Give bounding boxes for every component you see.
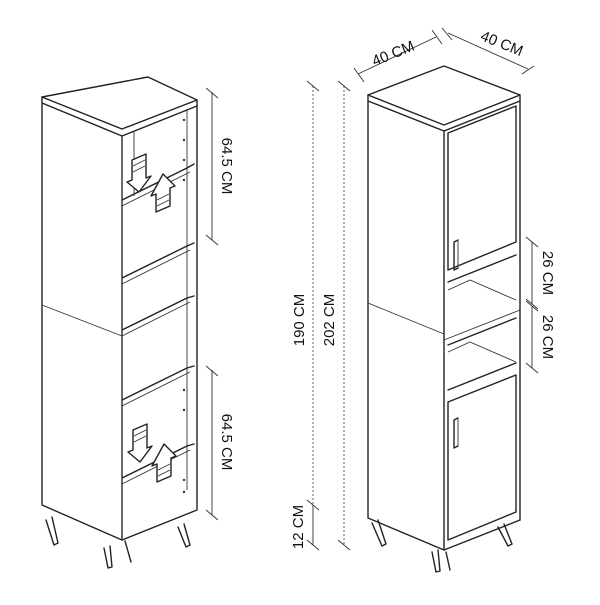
shelf-lower-1: [121, 365, 195, 401]
left-side-seam: [41, 304, 123, 337]
dim-depth: 40 CM: [441, 28, 535, 75]
right-side-panel: [367, 100, 445, 551]
cabinet-closed-view: 40 CM 40 CM 190 CM 202 CM 12 CM: [290, 28, 556, 573]
dim-height-total-label: 202 CM: [321, 294, 338, 347]
shelf-mid-1-edge: [121, 301, 191, 337]
shelf-upper-2-edge: [121, 249, 191, 285]
right-front-seam: [443, 309, 521, 341]
dim-width-label: 40 CM: [370, 38, 417, 70]
left-legs: [45, 516, 191, 569]
dim-shelf-lower: 26 CM: [525, 300, 556, 374]
niche-top: [447, 254, 517, 283]
dim-cabinet-lower: 64.5 CM: [205, 365, 235, 521]
dim-height-total: 202 CM: [321, 80, 351, 551]
niche-mid-shelf: [447, 317, 517, 346]
adjustable-shelf-arrows-icon: [126, 153, 176, 213]
shelf-lower-2-edge: [121, 449, 191, 485]
adjustable-shelf-arrows-icon-lower: [127, 423, 177, 483]
left-top-surface: [41, 76, 198, 130]
shelf-lower-1-edge: [121, 371, 191, 407]
dim-cabinet-upper: 64.5 CM: [205, 87, 235, 246]
dim-height-body: 190 CM: [291, 80, 320, 511]
shelf-lower-2: [121, 443, 195, 479]
dim-cabinet-upper-label: 64.5 CM: [218, 138, 235, 195]
right-bottom-edge: [443, 519, 521, 551]
door-handle-icon[interactable]: [453, 239, 459, 271]
dim-shelf-lower-label: 26 CM: [539, 315, 556, 359]
shelf-upper-2: [121, 242, 195, 279]
dim-leg-height: 12 CM: [290, 505, 320, 551]
dim-shelf-upper: 26 CM: [525, 236, 556, 310]
shelf-pin-holes: [182, 118, 186, 494]
niche-bottom: [447, 362, 517, 391]
dim-cabinet-lower-label: 64.5 CM: [218, 414, 235, 471]
upper-door[interactable]: [447, 105, 517, 271]
lower-door[interactable]: [447, 374, 517, 541]
niche-lower-inner: [447, 341, 517, 363]
cabinet-open-view: 64.5 CM 64.5 CM: [41, 76, 235, 569]
right-legs: [371, 519, 513, 573]
shelf-upper-1: [121, 163, 195, 201]
door-handle-icon-lower[interactable]: [453, 417, 459, 449]
dim-leg-height-label: 12 CM: [290, 505, 307, 549]
shelf-mid-1: [121, 295, 195, 331]
dim-height-body-label: 190 CM: [291, 294, 308, 347]
niche-inner: [447, 279, 517, 301]
dim-shelf-upper-label: 26 CM: [539, 251, 556, 295]
right-side-seam: [367, 302, 445, 335]
left-bottom-edge: [121, 499, 198, 541]
dim-depth-label: 40 CM: [478, 28, 525, 60]
left-side-panel: [41, 102, 123, 541]
